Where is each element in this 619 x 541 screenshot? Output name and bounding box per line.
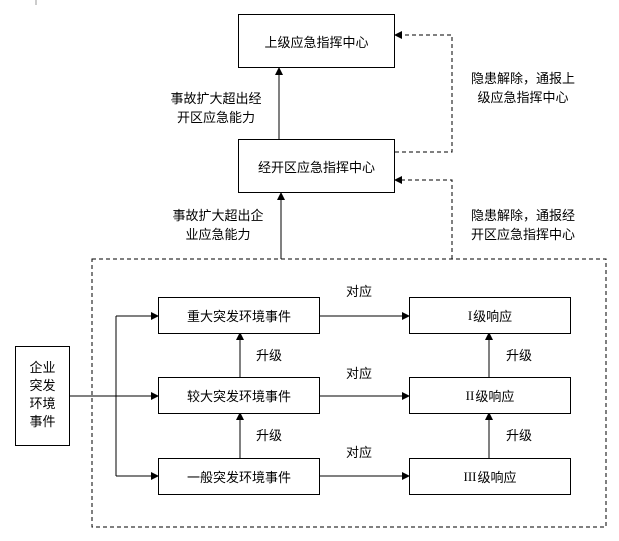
- report-zone-line: 隐患解除，通报经: [470, 209, 575, 224]
- enterprise-event-line: 企业: [29, 361, 56, 376]
- response-level-2-text: 级响应: [475, 390, 515, 405]
- escalate-enterprise-label: 事故扩大超出企 业应急能力: [160, 207, 276, 245]
- escalate-enterprise-line: 业应急能力: [185, 228, 251, 243]
- response-level-3-roman: III: [463, 468, 477, 484]
- response-level-1-roman: I: [467, 307, 473, 323]
- upper-command-center-label: 上级应急指挥中心: [264, 35, 369, 51]
- zone-command-center-label: 经开区应急指挥中心: [257, 160, 375, 176]
- response-level-3-text: 级响应: [477, 471, 517, 486]
- larger-event-box: 较大突发环境事件: [158, 377, 320, 414]
- larger-event-label: 较大突发环境事件: [186, 390, 291, 405]
- enterprise-event-line: 突发: [29, 379, 56, 394]
- upgrade-label: 升级: [256, 429, 283, 444]
- correspond-label: 对应: [346, 285, 373, 300]
- enterprise-event-box: 企业 突发 环境 事件: [15, 346, 70, 446]
- report-upper-line: 隐患解除，通报上: [470, 72, 575, 87]
- report-zone-label: 隐患解除，通报经 开区应急指挥中心: [460, 207, 586, 245]
- major-event-label: 重大突发环境事件: [186, 310, 291, 325]
- correspond-label: 对应: [346, 446, 373, 461]
- upper-command-center-box: 上级应急指挥中心: [238, 14, 395, 68]
- upgrade-label: 升级: [506, 429, 533, 444]
- report-zone-line: 开区应急指挥中心: [470, 228, 575, 243]
- arrow-report-to-upper: [394, 31, 453, 153]
- upgrade-label: 升级: [506, 349, 533, 364]
- major-event-box: 重大突发环境事件: [158, 297, 320, 334]
- enterprise-event-line: 事件: [29, 415, 56, 430]
- general-event-label: 一般突发环境事件: [186, 471, 291, 486]
- response-level-2-roman: II: [465, 387, 475, 403]
- escalate-zone-label: 事故扩大超出经 开区应急能力: [160, 90, 272, 128]
- zone-command-center-box: 经开区应急指挥中心: [238, 139, 395, 193]
- escalate-enterprise-line: 事故扩大超出企: [172, 209, 264, 224]
- response-level-1-text: 级响应: [473, 310, 513, 325]
- arrow-report-to-zone: [394, 176, 453, 259]
- enterprise-scope-dashed-border: [91, 258, 607, 528]
- correspond-label: 对应: [346, 367, 373, 382]
- enterprise-event-line: 环境: [29, 397, 56, 412]
- general-event-box: 一般突发环境事件: [158, 458, 320, 495]
- escalate-zone-line: 开区应急能力: [176, 111, 255, 126]
- upgrade-label: 升级: [256, 349, 283, 364]
- escalate-zone-line: 事故扩大超出经: [170, 92, 262, 107]
- report-upper-line: 级应急指挥中心: [477, 91, 569, 106]
- report-upper-label: 隐患解除，通报上 级应急指挥中心: [460, 70, 586, 108]
